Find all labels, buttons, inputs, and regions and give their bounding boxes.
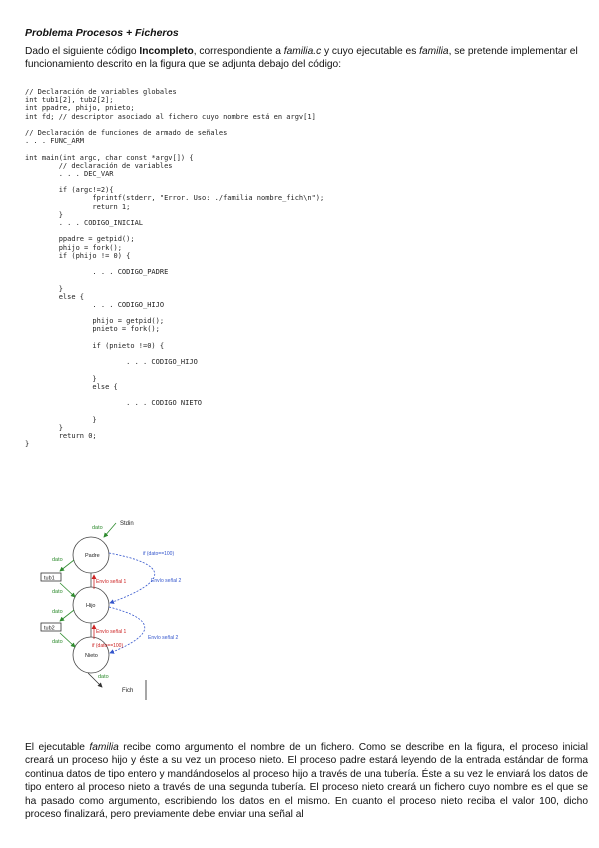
code-line: if (argc!=2){ [25, 186, 114, 195]
tub1-label: tub1 [44, 576, 55, 582]
signal-2-padre-to-hijo-arrow [108, 552, 156, 604]
code-line [25, 366, 324, 374]
nieto-to-fich-arrow [87, 672, 103, 688]
para-text-2: recibe como argumento el nombre de un fi… [25, 742, 588, 821]
code-line [25, 260, 324, 268]
code-line [25, 309, 324, 317]
dato-label-tub2-out: dato [52, 639, 63, 645]
hijo-label: Hijo [86, 603, 95, 609]
hijo-to-tub2-arrow [59, 609, 75, 622]
code-line: // Declaración de variables globales [25, 88, 177, 96]
tub2-label: tub2 [44, 626, 55, 632]
intro-text-1: Dado el siguiente código [25, 46, 140, 57]
fich-label: Fich [122, 688, 133, 694]
code-line [25, 276, 324, 284]
code-line [25, 334, 324, 342]
code-line: . . . DEC_VAR [25, 169, 114, 178]
code-line: int main(int argc, char const *argv[]) { [25, 153, 194, 162]
code-line: return 1; [25, 202, 131, 211]
code-line: pnieto = fork(); [25, 325, 160, 334]
dato-label-stdin: dato [92, 525, 103, 531]
dato-label-tub1-in: dato [52, 557, 63, 563]
code-line: . . . CODIGO_HIJO [25, 300, 165, 309]
code-line: . . . CODIGO_INICIAL [25, 219, 144, 227]
code-line [25, 350, 324, 358]
code-line: . . . FUNC_ARM [25, 137, 85, 146]
code-line: fprintf(stderr, "Error. Uso: ./familia n… [25, 194, 325, 203]
intro-filename: familia.c [283, 46, 322, 57]
cond-upper: if (dato==100) [143, 551, 174, 557]
code-line: int ppadre, phijo, pnieto; [25, 104, 135, 113]
code-line [25, 178, 324, 186]
code-line [25, 407, 324, 415]
intro-bold: Incompleto [139, 46, 194, 57]
code-line [25, 391, 324, 399]
code-line: } [25, 423, 63, 432]
code-line: return 0; [25, 431, 97, 440]
dato-label-fich: dato [98, 674, 109, 680]
code-line: . . . CODIGO_HIJO [25, 358, 198, 367]
problem-title: Problema Procesos + Ficheros [25, 27, 179, 39]
code-line: int fd; // descriptor asociado al ficher… [25, 112, 316, 121]
code-line [25, 145, 324, 153]
stdin-label: Stdin [120, 521, 134, 527]
code-line: int tub1[2], tub2[2]; [25, 96, 114, 105]
code-line: } [25, 374, 97, 383]
dato-label-tub1-out: dato [52, 589, 63, 595]
envio-senal-2-upper: Envío señal 2 [151, 578, 182, 584]
intro-text-2: , correspondiente a [193, 46, 284, 57]
tub1-to-hijo-arrow [59, 582, 76, 598]
padre-to-tub1-arrow [59, 559, 75, 572]
stdin-arrow [103, 522, 117, 538]
envio-senal-1-upper: Envío señal 1 [96, 579, 127, 585]
dato-label-tub2-in: dato [52, 609, 63, 615]
code-line [25, 121, 324, 129]
para-text-1: El ejecutable [25, 742, 90, 753]
nieto-label: Nieto [85, 653, 98, 659]
code-line [25, 227, 324, 235]
envio-senal-2-lower: Envío señal 2 [148, 635, 179, 641]
tub1-box [40, 572, 62, 582]
code-line: // Declaración de funciones de armado de… [25, 128, 228, 137]
process-diagram: Stdin dato Padre Hijo Nieto dato tub1 da… [40, 521, 182, 700]
code-line: ppadre = getpid(); [25, 235, 135, 244]
code-line: } [25, 210, 63, 219]
intro-paragraph: Dado el siguiente código Incompleto, cor… [25, 46, 580, 71]
intro-text-4: , se pretende implementar el funcionamie… [25, 46, 578, 70]
code-line: else { [25, 292, 85, 301]
code-line: phijo = fork(); [25, 243, 122, 252]
intro-text-3: y cuyo ejecutable es [321, 46, 420, 57]
tub2-box [40, 622, 62, 632]
code-line: } [25, 440, 30, 449]
code-line: } [25, 284, 63, 293]
code-line: } [25, 415, 97, 424]
code-line: phijo = getpid(); [25, 317, 165, 326]
padre-label: Padre [85, 553, 100, 559]
cond-lower: if (dato==100) [92, 643, 123, 649]
envio-senal-1-lower: Envío señal 1 [96, 629, 127, 635]
code-line: if (phijo != 0) { [25, 251, 131, 260]
signal-2-hijo-to-nieto-arrow [108, 606, 145, 654]
code-line: if (pnieto !=0) { [25, 341, 165, 350]
intro-executable: familia [419, 46, 449, 57]
description-paragraph: El ejecutable familia recibe como argume… [25, 741, 588, 821]
code-line: // declaración de variables [25, 161, 173, 170]
code-line: . . . CODIGO NIETO [25, 399, 203, 408]
para-executable: familia [89, 742, 119, 753]
code-line: . . . CODIGO_PADRE [25, 268, 169, 277]
code-line: else { [25, 382, 118, 391]
tub2-to-nieto-arrow [59, 632, 76, 648]
